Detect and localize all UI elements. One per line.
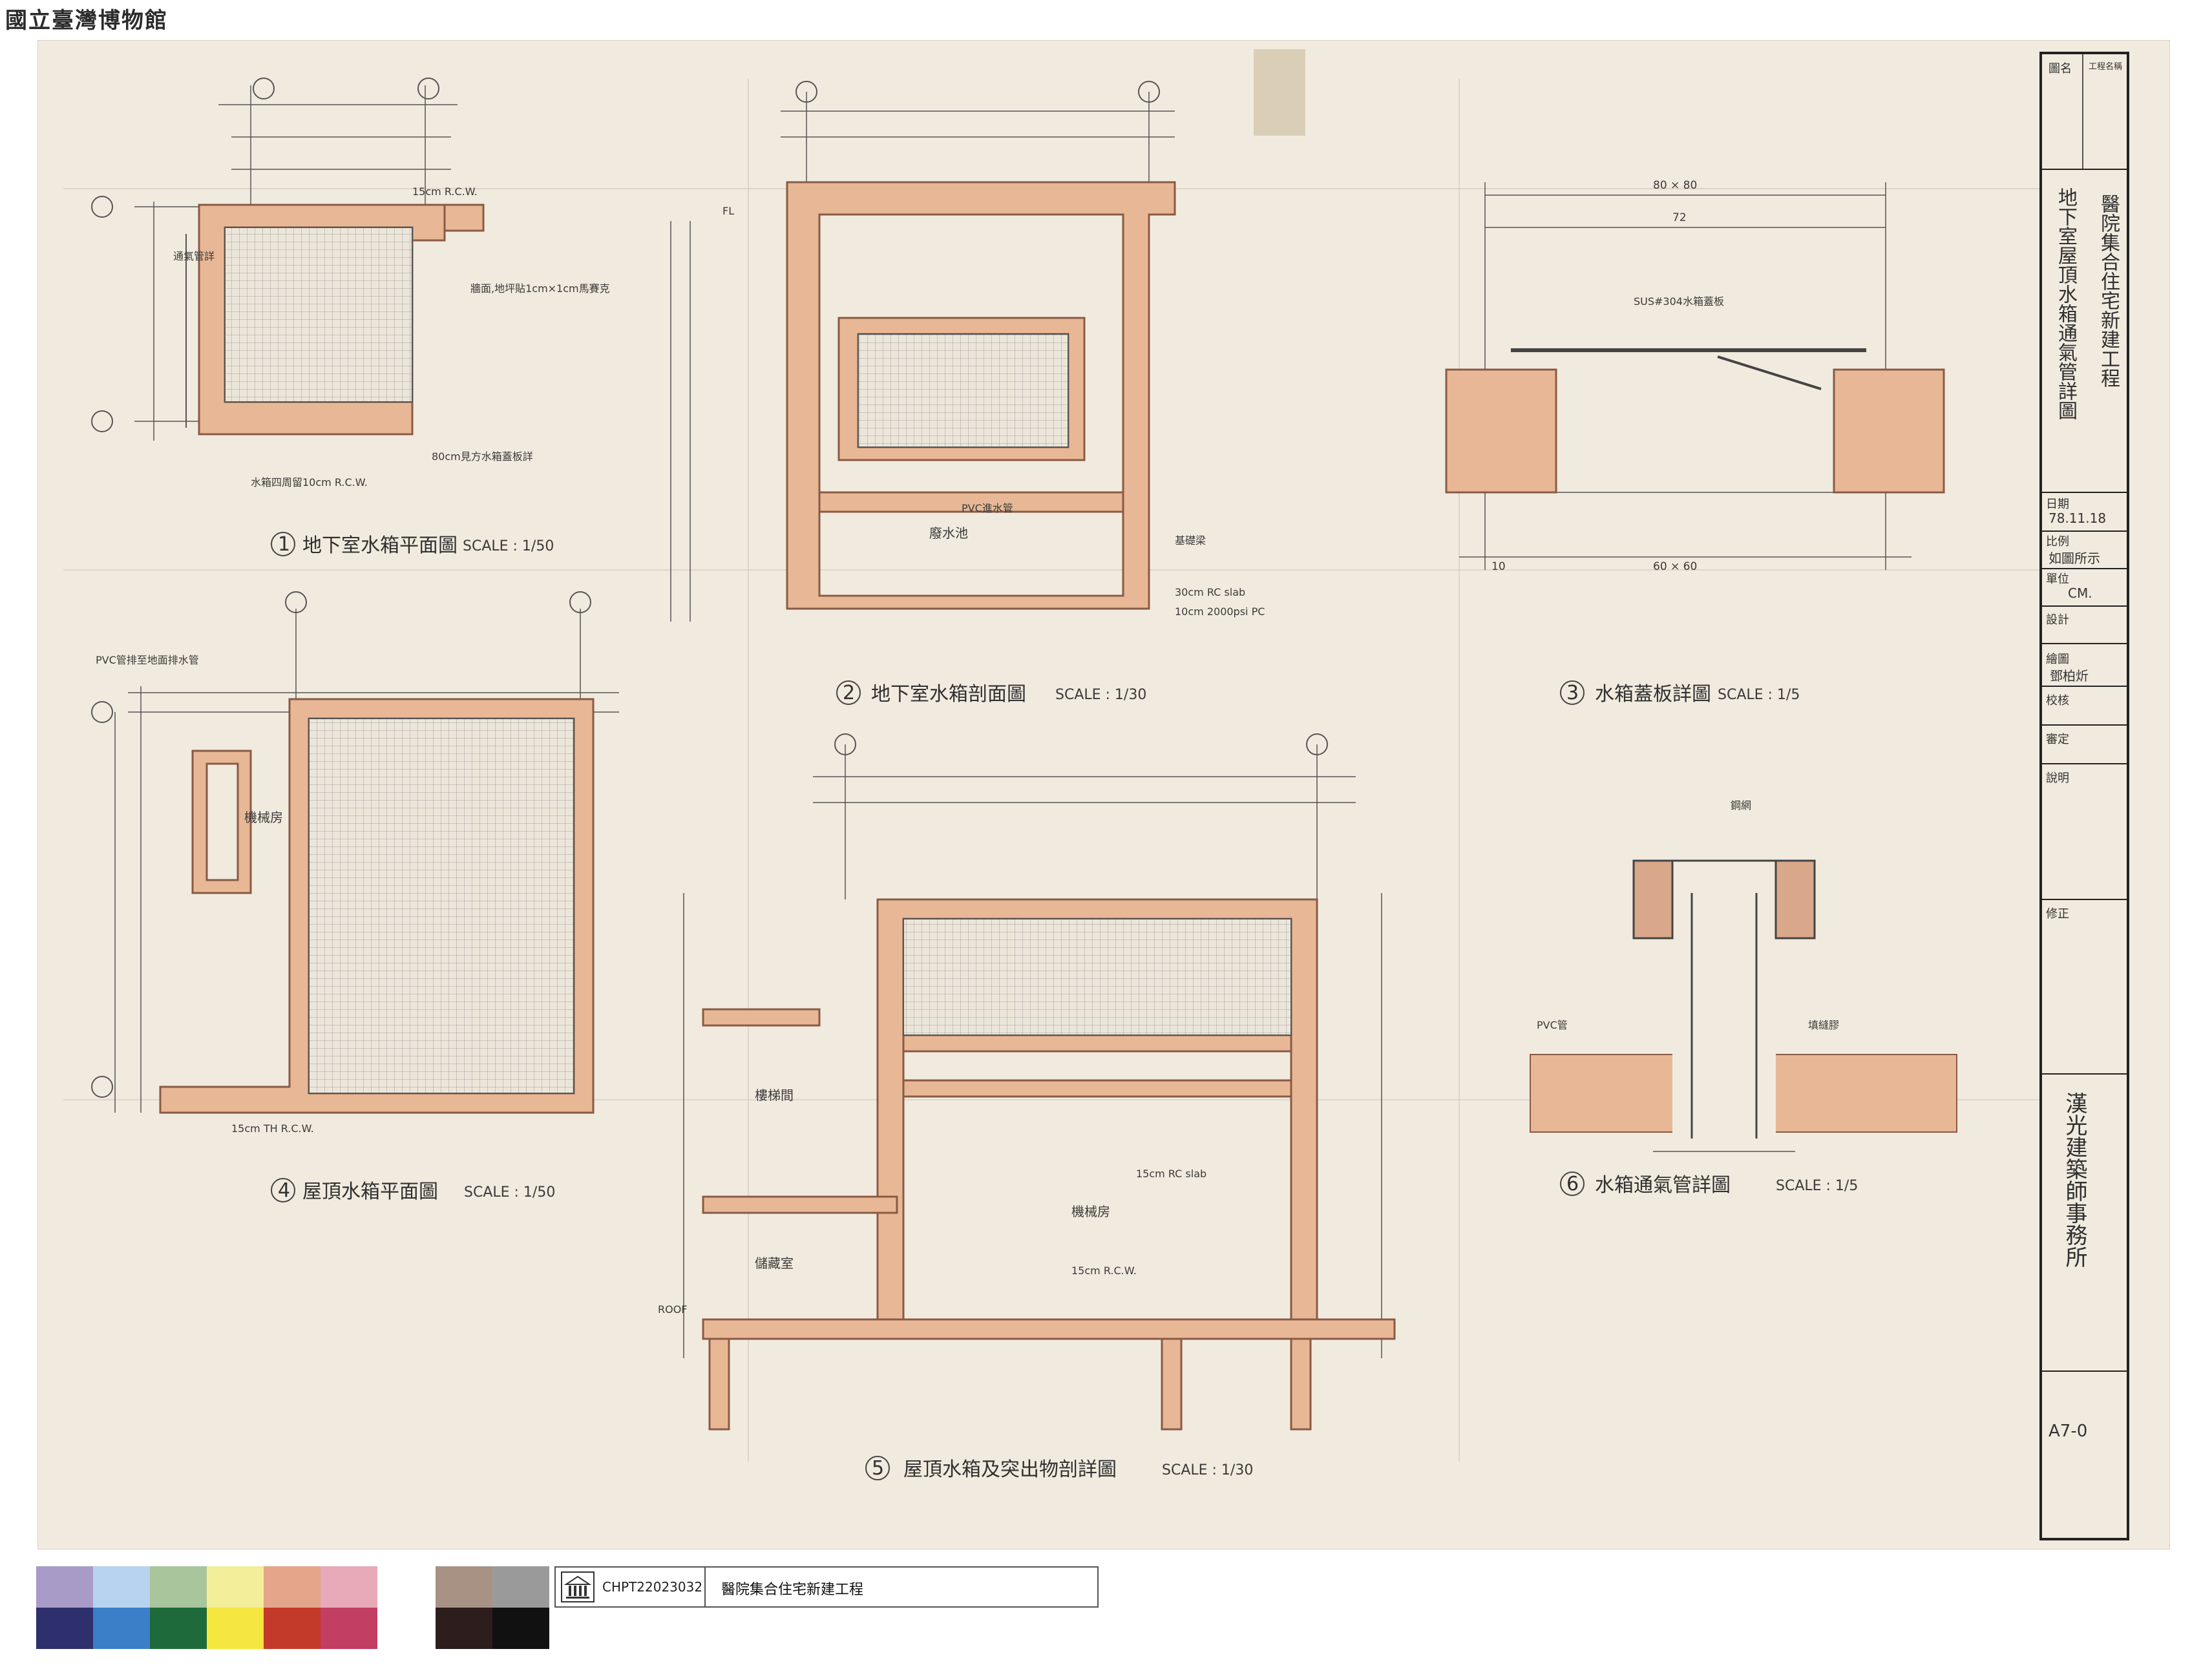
svg-text:3: 3: [1566, 682, 1579, 704]
swatch-top-2: [93, 1566, 150, 1608]
tb-label-check: 校核: [2046, 694, 2069, 708]
svg-text:地下室水箱剖面圖: 地下室水箱剖面圖: [871, 683, 1026, 706]
svg-text:鋼網: 鋼網: [1731, 799, 1751, 812]
svg-text:1: 1: [278, 533, 290, 556]
tb-label-draw: 繪圖: [2046, 653, 2069, 666]
svg-text:屋頂水箱平面圖: 屋頂水箱平面圖: [302, 1181, 438, 1203]
tb-label-name: 圖名: [2049, 62, 2072, 76]
tb-unit: CM.: [2068, 585, 2092, 601]
svg-text:4: 4: [278, 1179, 290, 1202]
svg-text:機械房: 機械房: [244, 810, 283, 825]
svg-text:屋頂水箱及突出物剖詳圖: 屋頂水箱及突出物剖詳圖: [903, 1458, 1117, 1481]
svg-text:10: 10: [1491, 560, 1506, 573]
tb-label-revision: 修正: [2046, 907, 2069, 921]
info-divider: [704, 1568, 706, 1606]
swatch-top-8: [492, 1566, 549, 1608]
svg-text:SCALE : 1/5: SCALE : 1/5: [1718, 687, 1800, 703]
svg-text:地下室水箱平面圖: 地下室水箱平面圖: [302, 534, 458, 557]
drawing-2-section: FL 廢水池 PVC進水管 基礎梁 30cm RC slab 10cm 2000…: [670, 81, 1265, 706]
svg-text:PVC管排至地面排水管: PVC管排至地面排水管: [96, 654, 199, 666]
svg-text:通氣管詳: 通氣管詳: [173, 250, 215, 262]
svg-text:SCALE : 1/50: SCALE : 1/50: [464, 1184, 555, 1201]
tb-drawing-title: 地下室屋頂水箱通氣管詳圖: [2054, 187, 2077, 420]
svg-text:SCALE : 1/30: SCALE : 1/30: [1162, 1462, 1253, 1478]
museum-logo-icon: [561, 1571, 595, 1602]
svg-text:水箱蓋板詳圖: 水箱蓋板詳圖: [1595, 683, 1711, 706]
swatch-top-4: [207, 1566, 264, 1608]
svg-text:SCALE : 1/30: SCALE : 1/30: [1055, 687, 1146, 703]
tb-sheet-number: A7-0: [2049, 1422, 2088, 1441]
svg-text:儲藏室: 儲藏室: [755, 1255, 794, 1271]
svg-text:72: 72: [1672, 211, 1687, 224]
architectural-drawing: 通氣管詳 牆面,地坪貼1cm×1cm馬賽克 15cm R.C.W. 80cm見方…: [63, 52, 2129, 1540]
svg-text:PVC管: PVC管: [1537, 1019, 1568, 1031]
tb-firm-name: 漢光建築師事務所: [2061, 1092, 2087, 1268]
swatch-bottom-4: [207, 1608, 264, 1649]
tb-scale: 如圖所示: [2049, 551, 2100, 566]
tb-project-name: 醫院集合住宅新建工程: [2097, 194, 2120, 388]
svg-text:機械房: 機械房: [1071, 1204, 1110, 1219]
swatch-bottom-8: [492, 1608, 549, 1649]
swatch-bottom-5: [264, 1608, 321, 1649]
swatch-top-6: [321, 1566, 377, 1608]
svg-text:6: 6: [1566, 1173, 1579, 1195]
tb-label-review: 審定: [2046, 733, 2069, 746]
svg-text:廢水池: 廢水池: [929, 525, 968, 541]
svg-text:水箱四周留10cm R.C.W.: 水箱四周留10cm R.C.W.: [251, 476, 368, 488]
catalog-info-box: CHPT22023032 醫院集合住宅新建工程: [554, 1566, 1099, 1608]
tb-drafter: 鄧柏炘: [2050, 668, 2089, 684]
svg-text:SCALE : 1/50: SCALE : 1/50: [463, 538, 554, 554]
svg-text:15cm RC slab: 15cm RC slab: [1136, 1168, 1206, 1180]
swatch-bottom-7: [436, 1608, 492, 1649]
swatch-bottom-3: [150, 1608, 207, 1649]
drawing-5-roof-section: 機械房 樓梯間 儲藏室 ROOF 15cm RC slab 15cm R.C.W…: [658, 733, 1396, 1481]
swatch-bottom-2: [93, 1608, 150, 1649]
svg-text:30cm RC slab: 30cm RC slab: [1175, 586, 1245, 598]
svg-text:填縫膠: 填縫膠: [1808, 1019, 1839, 1031]
svg-text:SCALE : 1/5: SCALE : 1/5: [1776, 1178, 1858, 1194]
svg-text:15cm R.C.W.: 15cm R.C.W.: [412, 185, 478, 198]
swatch-top-7: [436, 1566, 492, 1608]
svg-text:ROOF: ROOF: [658, 1303, 688, 1316]
drawing-1-plan: 通氣管詳 牆面,地坪貼1cm×1cm馬賽克 15cm R.C.W. 80cm見方…: [91, 78, 610, 557]
svg-text:SUS#304水箱蓋板: SUS#304水箱蓋板: [1634, 295, 1724, 308]
masking-tape: [1254, 49, 1305, 136]
svg-text:15cm R.C.W.: 15cm R.C.W.: [1071, 1265, 1137, 1277]
tb-date: 78.11.18: [2049, 510, 2107, 526]
tb-label-design: 設計: [2046, 613, 2069, 627]
svg-text:樓梯間: 樓梯間: [755, 1087, 794, 1103]
svg-text:15cm TH R.C.W.: 15cm TH R.C.W.: [231, 1122, 314, 1135]
svg-text:FL: FL: [722, 205, 734, 217]
swatch-top-5: [264, 1566, 321, 1608]
svg-text:2: 2: [843, 682, 855, 704]
tb-label-project: 工程名稱: [2089, 62, 2123, 72]
catalog-id: CHPT22023032: [602, 1579, 703, 1595]
svg-text:10cm 2000psi PC: 10cm 2000psi PC: [1175, 605, 1265, 618]
svg-text:牆面,地坪貼1cm×1cm馬賽克: 牆面,地坪貼1cm×1cm馬賽克: [470, 282, 610, 295]
drawing-3-cover-detail: 80 × 80 72 60 × 60 10 SUS#304水箱蓋板 3 水箱蓋板…: [1445, 179, 1945, 706]
catalog-title: 醫院集合住宅新建工程: [721, 1582, 864, 1598]
tb-label-date: 日期: [2046, 498, 2069, 511]
drawing-6-vent-detail: 鋼網 PVC管 填縫膠 6 水箱通氣管詳圖 SCALE : 1/5: [1530, 799, 1957, 1197]
title-block-frame: [2039, 52, 2129, 1540]
swatch-top-3: [150, 1566, 207, 1608]
svg-text:5: 5: [872, 1457, 884, 1480]
tb-label-unit: 單位: [2046, 572, 2069, 586]
drawing-4-roof-plan: 機械房 15cm TH R.C.W. PVC管排至地面排水管 4 屋頂水箱平面圖…: [91, 591, 619, 1203]
svg-text:80cm見方水箱蓋板詳: 80cm見方水箱蓋板詳: [432, 450, 533, 463]
svg-text:水箱通氣管詳圖: 水箱通氣管詳圖: [1595, 1174, 1731, 1197]
swatch-bottom-6: [321, 1608, 377, 1649]
svg-text:PVC進水管: PVC進水管: [962, 502, 1013, 514]
swatch-bottom-1: [36, 1608, 93, 1649]
tb-label-scale: 比例: [2046, 535, 2069, 549]
svg-text:80 × 80: 80 × 80: [1653, 179, 1697, 192]
tb-label-note: 說明: [2046, 772, 2069, 785]
svg-text:基礎梁: 基礎梁: [1175, 534, 1206, 547]
swatch-top-1: [36, 1566, 93, 1608]
museum-watermark: 國立臺灣博物館: [5, 8, 168, 34]
svg-text:60 × 60: 60 × 60: [1653, 560, 1697, 573]
